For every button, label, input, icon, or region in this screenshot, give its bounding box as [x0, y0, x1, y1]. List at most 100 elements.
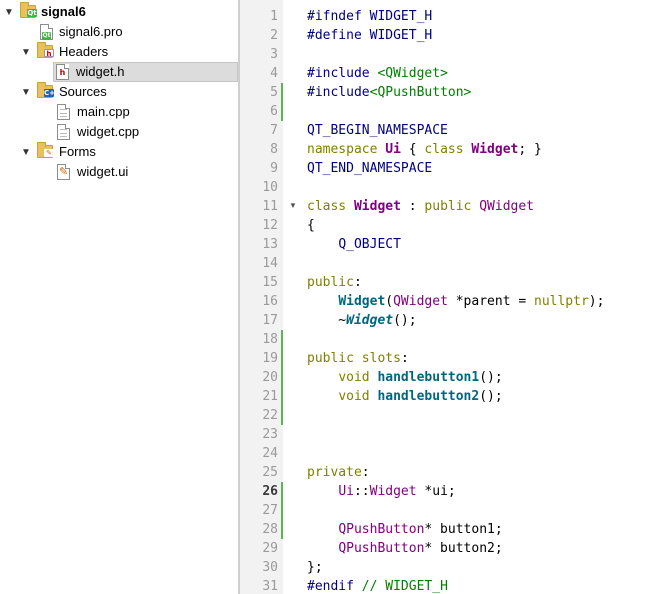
code-line[interactable]: #endif // WIDGET_H: [307, 577, 448, 594]
code-token: public: [307, 275, 354, 290]
code-token: [307, 370, 338, 385]
code-token: QT_BEGIN_NAMESPACE: [307, 123, 448, 138]
code-token: QPushButton: [338, 541, 425, 556]
forms-folder-icon: ✎: [37, 142, 54, 158]
code-editor[interactable]: [283, 0, 661, 594]
tree-item-widget-h[interactable]: h widget.h: [53, 62, 238, 82]
line-number: 10: [262, 180, 278, 195]
change-marker: [281, 501, 283, 520]
change-marker: [281, 349, 283, 368]
tree-item-sources[interactable]: ▼ C+ Sources: [0, 82, 239, 102]
line-number: 1: [270, 9, 278, 24]
cpp-file-icon: [57, 104, 70, 120]
code-token: QPushButton: [338, 522, 425, 537]
tree-item-forms[interactable]: ▼ ✎ Forms: [0, 142, 239, 162]
line-number: 28: [262, 522, 278, 537]
line-number: 17: [262, 313, 278, 328]
code-token: * button1;: [424, 522, 503, 537]
pro-file-icon: Qt: [40, 24, 53, 40]
tree-item-widget-ui[interactable]: ✎ widget.ui: [0, 162, 239, 182]
code-token: [307, 484, 338, 499]
code-line[interactable]: public slots:: [307, 349, 409, 368]
code-token: private: [307, 465, 362, 480]
code-token: handlebutton2: [377, 389, 480, 404]
code-line[interactable]: void handlebutton2();: [307, 387, 502, 406]
code-line[interactable]: class Widget : public QWidget: [307, 197, 534, 216]
line-number: 15: [262, 275, 278, 290]
code-line[interactable]: #include<QPushButton>: [307, 83, 471, 102]
change-marker: [281, 520, 283, 539]
code-token: [354, 579, 362, 594]
code-token: WIDGET_H: [369, 9, 433, 24]
code-line[interactable]: void handlebutton1();: [307, 368, 502, 387]
tree-item-label: Sources: [59, 84, 107, 99]
tree-item-widget-cpp[interactable]: widget.cpp: [0, 122, 239, 142]
tree-item-label: signal6.pro: [59, 24, 123, 39]
code-line[interactable]: ~Widget();: [307, 311, 417, 330]
chevron-down-icon[interactable]: ▼: [21, 86, 31, 98]
code-token: [346, 199, 354, 214]
project-tree: ▼ Qt signal6 Qt signal6.pro ▼ h Headers …: [0, 0, 239, 594]
code-line[interactable]: Ui::Widget *ui;: [307, 482, 456, 501]
code-line[interactable]: namespace Ui { class Widget; }: [307, 140, 542, 159]
tree-item-project[interactable]: ▼ Qt signal6: [0, 2, 239, 22]
code-line[interactable]: Q_OBJECT: [307, 235, 401, 254]
tree-item-main-cpp[interactable]: main.cpp: [0, 102, 239, 122]
code-token: [307, 522, 338, 537]
code-line[interactable]: public:: [307, 273, 362, 292]
code-token: :: [400, 351, 409, 366]
ui-file-icon: ✎: [57, 164, 70, 180]
code-token: {: [400, 142, 425, 157]
change-marker: [281, 482, 283, 501]
code-token: Ui: [338, 484, 354, 499]
code-token: #endif: [307, 579, 354, 594]
code-line[interactable]: QT_END_NAMESPACE: [307, 159, 432, 178]
qt-project-icon: Qt: [20, 2, 37, 18]
line-number: 14: [262, 256, 278, 271]
code-line[interactable]: {: [307, 216, 315, 235]
change-marker: [281, 406, 283, 425]
line-number: 9: [270, 161, 278, 176]
chevron-down-icon[interactable]: ▼: [21, 46, 31, 58]
chevron-down-icon[interactable]: ▼: [21, 146, 31, 158]
tree-item-pro-file[interactable]: Qt signal6.pro: [0, 22, 239, 42]
code-token: ::: [353, 484, 370, 499]
code-token: #include: [307, 85, 370, 100]
code-token: [307, 237, 338, 252]
code-line[interactable]: private:: [307, 463, 370, 482]
chevron-down-icon[interactable]: ▼: [4, 6, 14, 18]
code-line[interactable]: #ifndef WIDGET_H: [307, 7, 432, 26]
code-token: *ui;: [416, 484, 456, 499]
code-token: Widget: [338, 294, 386, 309]
code-line[interactable]: QPushButton* button1;: [307, 520, 503, 539]
splitter-handle[interactable]: [238, 0, 240, 594]
line-number: 31: [262, 579, 278, 594]
code-token: Widget: [471, 142, 519, 157]
tree-item-headers[interactable]: ▼ h Headers: [0, 42, 239, 62]
code-token: Widget: [353, 199, 401, 214]
line-number: 3: [270, 47, 278, 62]
code-line[interactable]: #include <QWidget>: [307, 64, 448, 83]
code-token: <QPushButton>: [369, 85, 472, 100]
code-line[interactable]: };: [307, 558, 323, 577]
line-number: 19: [262, 351, 278, 366]
line-number: 29: [262, 541, 278, 556]
code-line[interactable]: QPushButton* button2;: [307, 539, 502, 558]
change-marker: [281, 102, 283, 121]
code-token: };: [307, 560, 323, 575]
code-token: ; }: [518, 142, 542, 157]
code-token: :: [353, 275, 362, 290]
code-token: :: [400, 199, 425, 214]
code-token: <QWidget>: [377, 66, 448, 81]
code-line[interactable]: QT_BEGIN_NAMESPACE: [307, 121, 448, 140]
code-token: public: [307, 351, 354, 366]
code-token: QWidget: [393, 294, 448, 309]
fold-toggle-icon[interactable]: ▼: [289, 201, 297, 210]
code-line[interactable]: Widget(QWidget *parent = nullptr);: [307, 292, 604, 311]
line-number: 11: [262, 199, 278, 214]
change-marker: [281, 83, 283, 102]
line-number: 24: [262, 446, 278, 461]
code-line[interactable]: #define WIDGET_H: [307, 26, 432, 45]
code-token: ();: [393, 313, 417, 328]
code-token: void: [338, 370, 370, 385]
